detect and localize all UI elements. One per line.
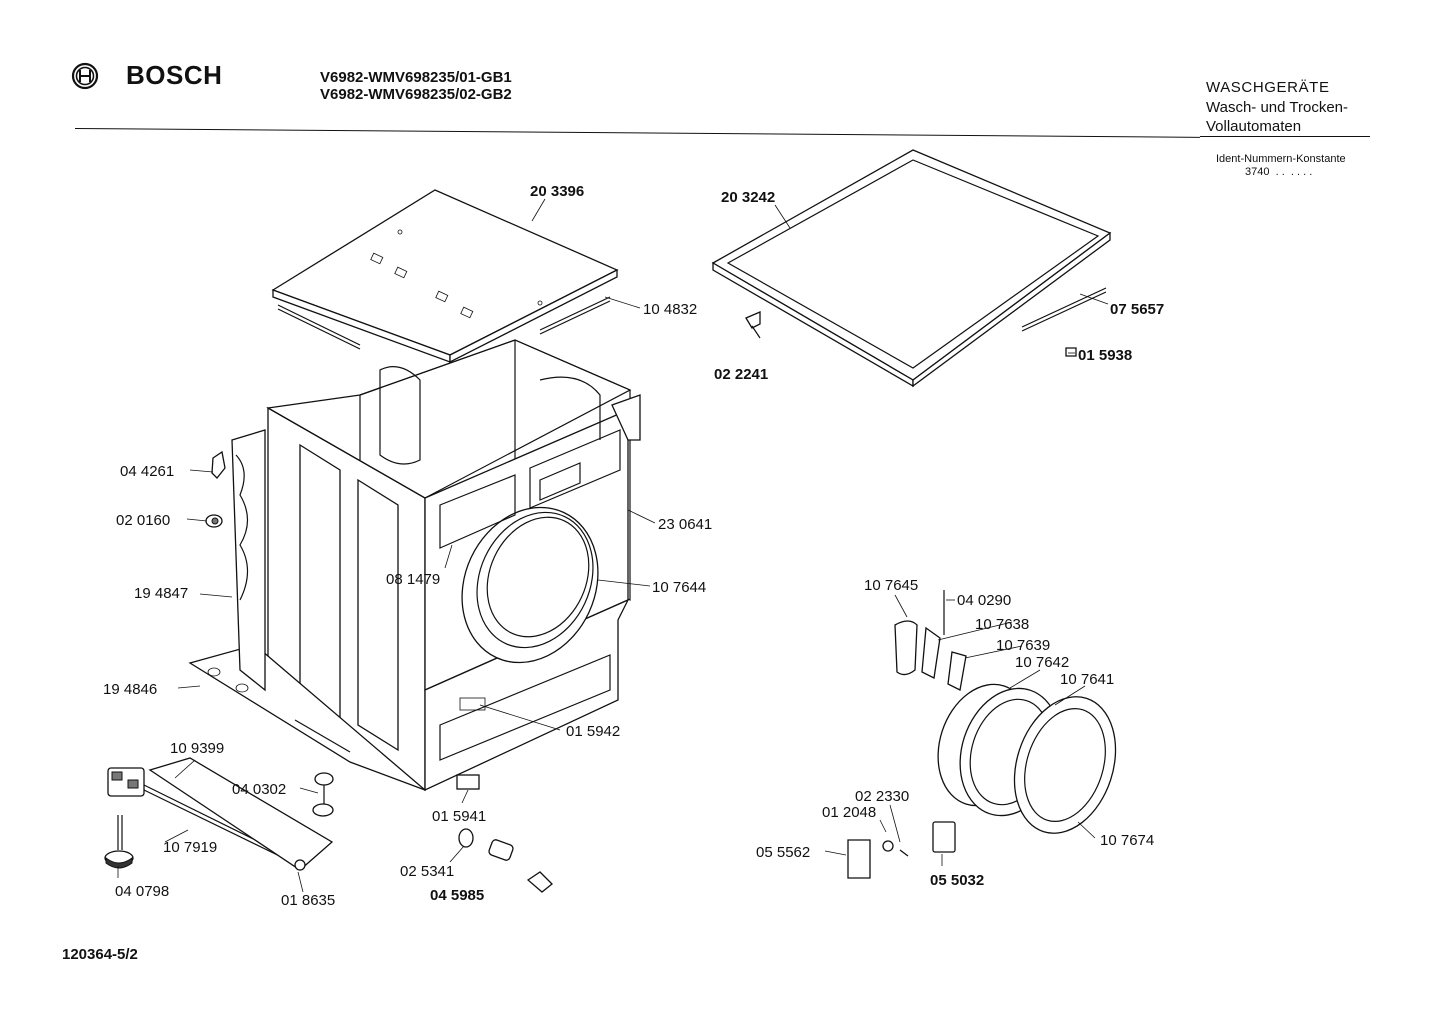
- part-label: 01 2048: [822, 804, 876, 821]
- part-label: 01 5938: [1078, 347, 1132, 364]
- part-label: 08 1479: [386, 571, 440, 588]
- drawing-number: 120364-5/2: [62, 946, 138, 963]
- part-label: 05 5562: [756, 844, 810, 861]
- brand-name: BOSCH: [126, 60, 223, 90]
- valve-assembly: [107, 757, 334, 871]
- door-assembly: [847, 590, 1117, 879]
- leveling-foot-left: [104, 815, 134, 869]
- part-label: 07 5657: [1110, 301, 1164, 318]
- category-title: WASCHGERÄTE: [1206, 79, 1330, 96]
- top-cover-panel: [271, 189, 619, 364]
- part-label: 10 7644: [652, 579, 706, 596]
- part-label: 10 7645: [864, 577, 918, 594]
- part-label: 01 8635: [281, 892, 335, 909]
- part-label: 02 0160: [116, 512, 170, 529]
- cabinet-body: [188, 339, 641, 792]
- part-label: 02 5341: [400, 863, 454, 880]
- part-label: 04 4261: [120, 463, 174, 480]
- part-label: 19 4846: [103, 681, 157, 698]
- category-line-1: Wasch- und Trocken-: [1206, 99, 1348, 116]
- part-label: 10 7639: [996, 637, 1050, 654]
- part-label: 20 3396: [530, 183, 584, 200]
- part-label: 10 4832: [643, 301, 697, 318]
- category-line-2: Vollautomaten: [1206, 118, 1302, 135]
- part-label: 10 7919: [163, 839, 217, 856]
- part-label: 04 0290: [957, 592, 1011, 609]
- part-label: 10 9399: [170, 740, 224, 757]
- model-number-1: V6982-WMV698235/01-GB1: [320, 69, 512, 86]
- part-label: 01 5941: [432, 808, 486, 825]
- part-label: 02 2241: [714, 366, 768, 383]
- ident-value: 3740 . . . . . .: [1245, 166, 1313, 178]
- part-label: 04 0798: [115, 883, 169, 900]
- clip-part: [211, 450, 226, 479]
- part-label: 10 7638: [975, 616, 1029, 633]
- worktop-lid: [711, 149, 1112, 388]
- part-label: 10 7641: [1060, 671, 1114, 688]
- model-number-2: V6982-WMV698235/02-GB2: [320, 86, 512, 103]
- bosch-logo-icon: [71, 62, 99, 95]
- part-label: 23 0641: [658, 516, 712, 533]
- part-label: 10 7674: [1100, 832, 1154, 849]
- part-label: 04 0302: [232, 781, 286, 798]
- part-label: 04 5985: [430, 887, 484, 904]
- leader-lines: [117, 198, 1109, 893]
- part-label: 05 5032: [930, 872, 984, 889]
- part-label: 10 7642: [1015, 654, 1069, 671]
- ident-label: Ident-Nummern-Konstante: [1216, 153, 1346, 165]
- label-plate: [456, 774, 480, 790]
- part-label: 01 5942: [566, 723, 620, 740]
- hose-connector: [458, 828, 553, 893]
- header-rule-right: [1200, 136, 1370, 137]
- part-label: 20 3242: [721, 189, 775, 206]
- part-labels: 20 3396 10 4832 20 3242 07 5657 02 2241 …: [103, 183, 1164, 909]
- leveling-foot-right: [312, 772, 334, 817]
- part-label: 02 2330: [855, 788, 909, 805]
- part-label: 19 4847: [134, 585, 188, 602]
